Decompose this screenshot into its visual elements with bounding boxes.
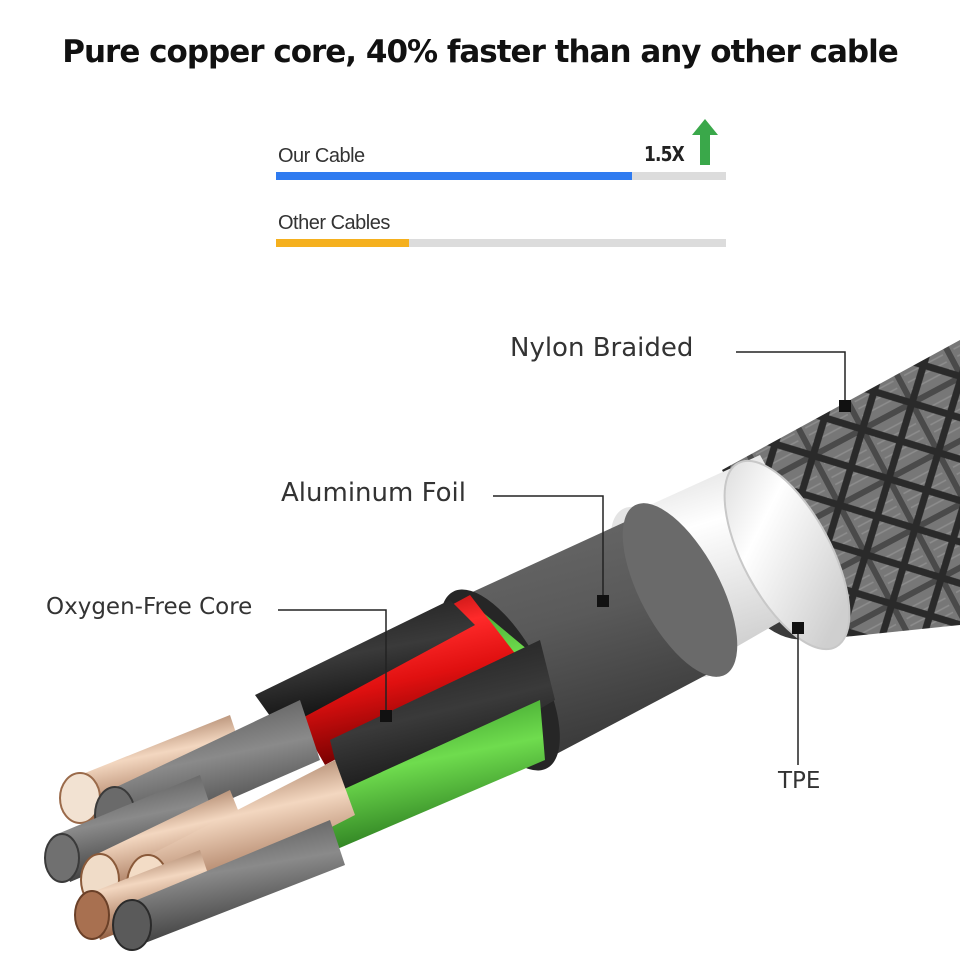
nylon-leader-line bbox=[736, 351, 846, 405]
foil-leader-line bbox=[493, 495, 604, 600]
nylon-braided-label: Nylon Braided bbox=[510, 333, 694, 363]
aluminum-foil-label: Aluminum Foil bbox=[281, 478, 466, 508]
headline: Pure copper core, 40% faster than any ot… bbox=[62, 34, 898, 70]
core-marker-icon bbox=[380, 710, 392, 722]
our-cable-bar-fill bbox=[276, 172, 632, 180]
other-cables-bar-fill bbox=[276, 239, 409, 247]
speed-multiplier: 1.5X bbox=[644, 142, 685, 166]
copper-conductors bbox=[44, 700, 355, 951]
up-arrow-icon bbox=[692, 119, 718, 165]
core-leader-line bbox=[278, 609, 387, 715]
other-cables-label: Other Cables bbox=[278, 212, 390, 234]
foil-marker-icon bbox=[597, 595, 609, 607]
our-cable-label: Our Cable bbox=[278, 145, 365, 167]
nylon-marker-icon bbox=[839, 400, 851, 412]
callout-leaders bbox=[278, 351, 846, 765]
tpe-label: TPE bbox=[778, 768, 821, 794]
our-cable-bar-track bbox=[276, 172, 726, 180]
oxygen-free-core-label: Oxygen-Free Core bbox=[46, 594, 253, 620]
inner-wires bbox=[255, 595, 555, 850]
other-cables-bar-track bbox=[276, 239, 726, 247]
tpe-marker-icon bbox=[792, 622, 804, 634]
callout-markers bbox=[380, 400, 851, 722]
